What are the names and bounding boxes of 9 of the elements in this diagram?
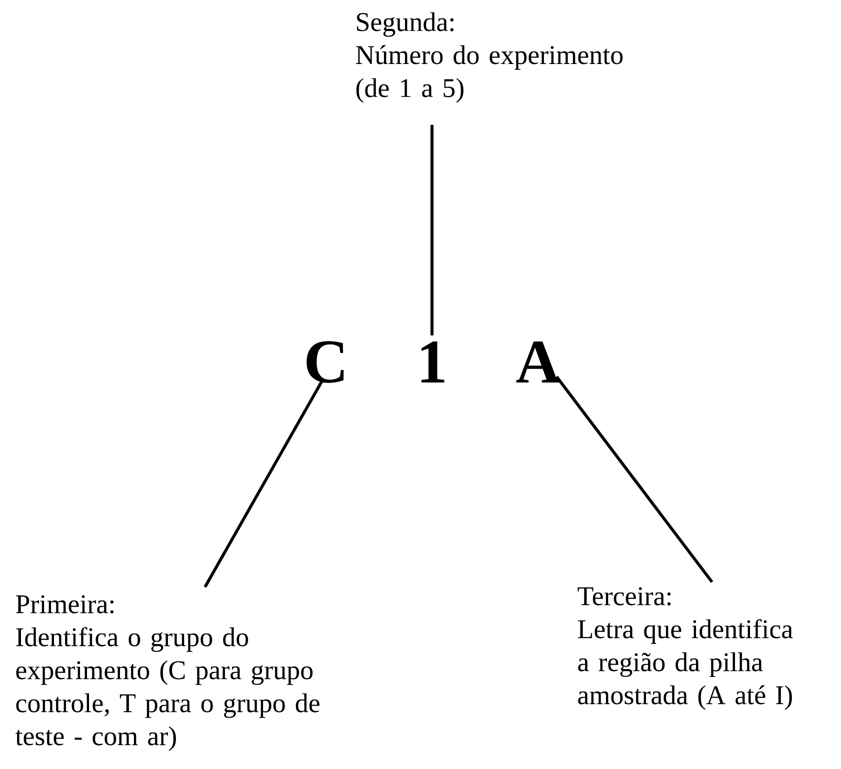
description-text: Segunda: Número do experimento (de 1 a 5) (356, 12, 623, 103)
description-text: Primeira: Identifica o grupo do experimento (C para grupo controle, T para o grupo de teste - com ar) (15, 595, 320, 751)
code-letter: A (516, 342, 560, 382)
description-text: Terceira: Letra que identifica a região da pilha amostrada (A até I) (578, 587, 793, 710)
code-letter: 1 (421, 342, 444, 382)
leader-line (204, 380, 324, 588)
code-letter: C (306, 341, 344, 383)
leader-line (555, 376, 714, 583)
leader-line (430, 124, 434, 336)
